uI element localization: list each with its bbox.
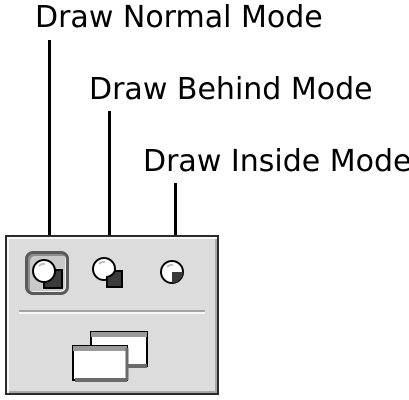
draw-inside-leader-line <box>174 183 177 261</box>
draw-behind-icon <box>92 257 123 288</box>
draw-normal-mode-button[interactable] <box>25 251 69 295</box>
screen-mode-icon <box>72 331 148 382</box>
draw-behind-mode-label: Draw Behind Mode <box>89 72 373 107</box>
draw-normal-mode-label: Draw Normal Mode <box>35 0 323 35</box>
draw-behind-mode-button[interactable] <box>87 251 131 295</box>
draw-inside-mode-button[interactable] <box>151 251 195 295</box>
draw-inside-mode-label: Draw Inside Mode <box>143 144 409 179</box>
draw-normal-leader-line <box>48 40 51 266</box>
draw-inside-icon <box>160 260 184 284</box>
drawing-modes-panel <box>5 235 219 395</box>
panel-divider <box>19 310 205 312</box>
draw-normal-icon <box>32 259 63 289</box>
screen-mode-button[interactable] <box>69 328 151 388</box>
draw-behind-leader-line <box>108 111 111 263</box>
